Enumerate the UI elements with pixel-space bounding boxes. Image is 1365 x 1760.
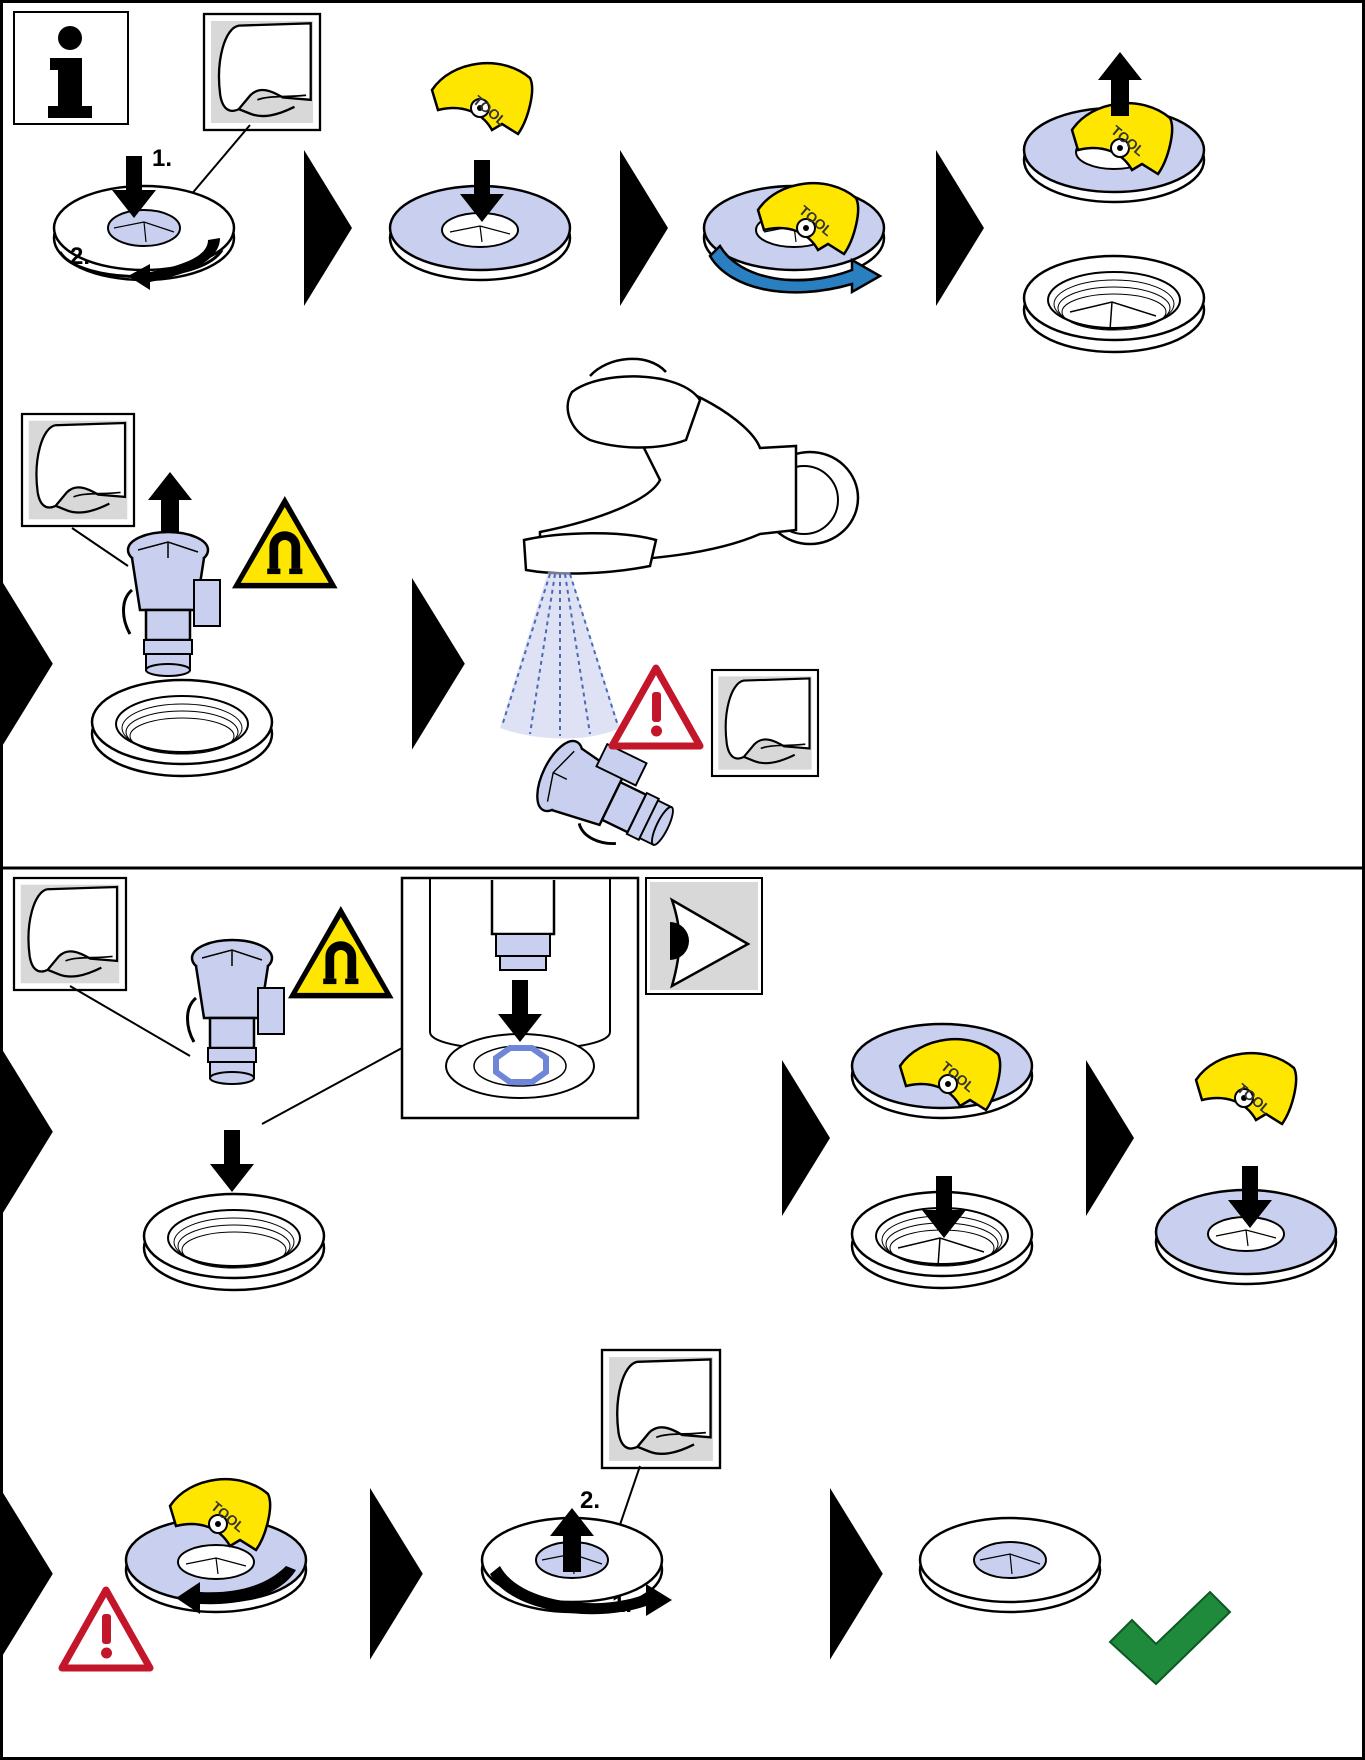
hand-icon [202, 12, 322, 132]
step-unlock-drain: 1. 2. [52, 145, 236, 290]
hand-icon [710, 668, 820, 778]
callout-line [69, 985, 191, 1057]
caution-icon [612, 668, 700, 746]
step-remove-disc: TOOL [1022, 52, 1206, 354]
next-step-chevron [620, 150, 668, 306]
check-icon [1108, 1590, 1232, 1686]
step-number-1: 1. [612, 1591, 632, 1618]
hand-icon [600, 1348, 722, 1470]
next-step-chevron [0, 578, 53, 750]
step-rotate-tool: TOOL [702, 181, 886, 295]
step-refit-disc: TOOL [850, 1022, 1034, 1290]
step-check-closure: 2. 1. [480, 1487, 672, 1618]
magnet-warning-icon [232, 496, 338, 589]
step-number-1: 1. [152, 145, 172, 172]
step-number-2: 2. [70, 243, 90, 270]
hand-icon [12, 876, 128, 992]
next-step-chevron [370, 1488, 423, 1660]
step-done [918, 1516, 1102, 1614]
step-remove-tool: TOOL [1154, 1051, 1338, 1286]
caution-icon [62, 1590, 150, 1668]
step-lock-disc: TOOL [124, 1477, 308, 1614]
next-step-chevron [830, 1488, 883, 1660]
next-step-chevron [412, 578, 465, 750]
eye-icon [645, 877, 763, 995]
callout-line [261, 1047, 403, 1125]
callout-line [71, 527, 129, 567]
next-step-chevron [936, 150, 984, 306]
next-step-chevron [304, 150, 352, 306]
magnet-warning-icon [288, 906, 394, 999]
next-step-chevron [0, 1488, 53, 1660]
info-icon [13, 11, 129, 125]
next-step-chevron [0, 1046, 53, 1218]
next-step-chevron [782, 1060, 830, 1216]
detail-alignment-view [400, 876, 640, 1120]
next-step-chevron [1086, 1060, 1134, 1216]
step-number-2: 2. [580, 1487, 600, 1514]
step-insert-tool: TOOL [388, 61, 572, 282]
step-rinse-valve [500, 357, 860, 868]
hand-icon [20, 412, 136, 528]
